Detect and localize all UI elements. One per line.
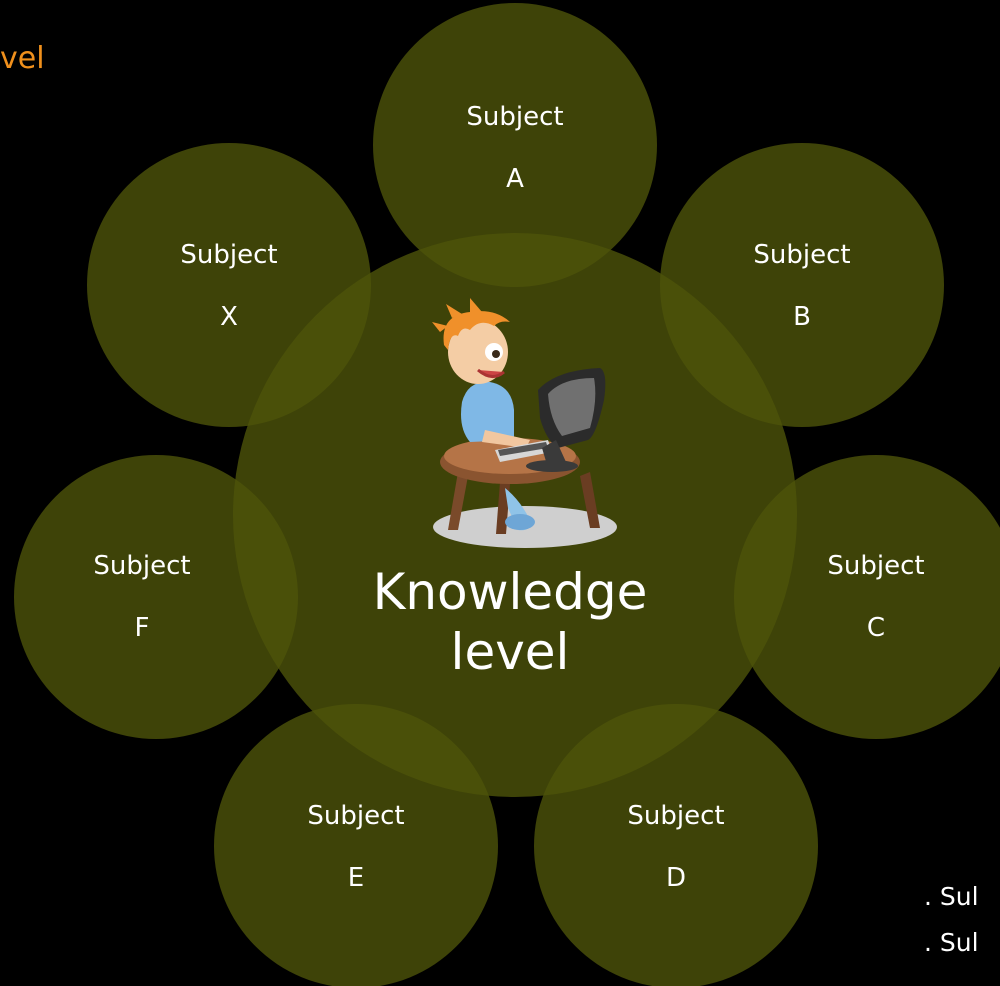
subject-d-line2: D [665, 863, 687, 893]
subject-d-label: Subject D [576, 785, 776, 909]
knowledge-level-line2: level [450, 623, 570, 681]
subject-x-line2: X [220, 302, 238, 332]
subject-a-line2: A [506, 164, 524, 194]
subject-e-line1: Subject [307, 801, 405, 831]
subject-a-label: Subject A [415, 86, 615, 210]
knowledge-level-line1: Knowledge [372, 563, 648, 621]
subject-d-line1: Subject [627, 801, 725, 831]
knowledge-level-label: Knowledge level [300, 562, 720, 682]
subject-x-label: Subject X [129, 224, 329, 348]
subject-x-line1: Subject [180, 240, 278, 270]
subject-c-label: Subject C [776, 535, 976, 659]
subject-c-line1: Subject [827, 551, 925, 581]
circle-subject-f [14, 455, 298, 739]
subject-e-label: Subject E [256, 785, 456, 909]
note-item-2: . Sul [924, 928, 979, 957]
child-computer-icon [432, 298, 617, 548]
subject-c-line2: C [866, 613, 886, 643]
subject-b-label: Subject B [702, 224, 902, 348]
note-item-1: . Sul [924, 882, 979, 911]
subject-f-line1: Subject [93, 551, 191, 581]
subject-e-line2: E [347, 863, 365, 893]
subject-f-label: Subject F [42, 535, 242, 659]
circle-subject-c [734, 455, 1000, 739]
subject-b-line1: Subject [753, 240, 851, 270]
slide-title-fragment: vel [0, 41, 45, 76]
circle-subject-a [373, 3, 657, 287]
subject-a-line1: Subject [466, 102, 564, 132]
subject-b-line2: B [793, 302, 811, 332]
subject-f-line2: F [134, 613, 150, 643]
